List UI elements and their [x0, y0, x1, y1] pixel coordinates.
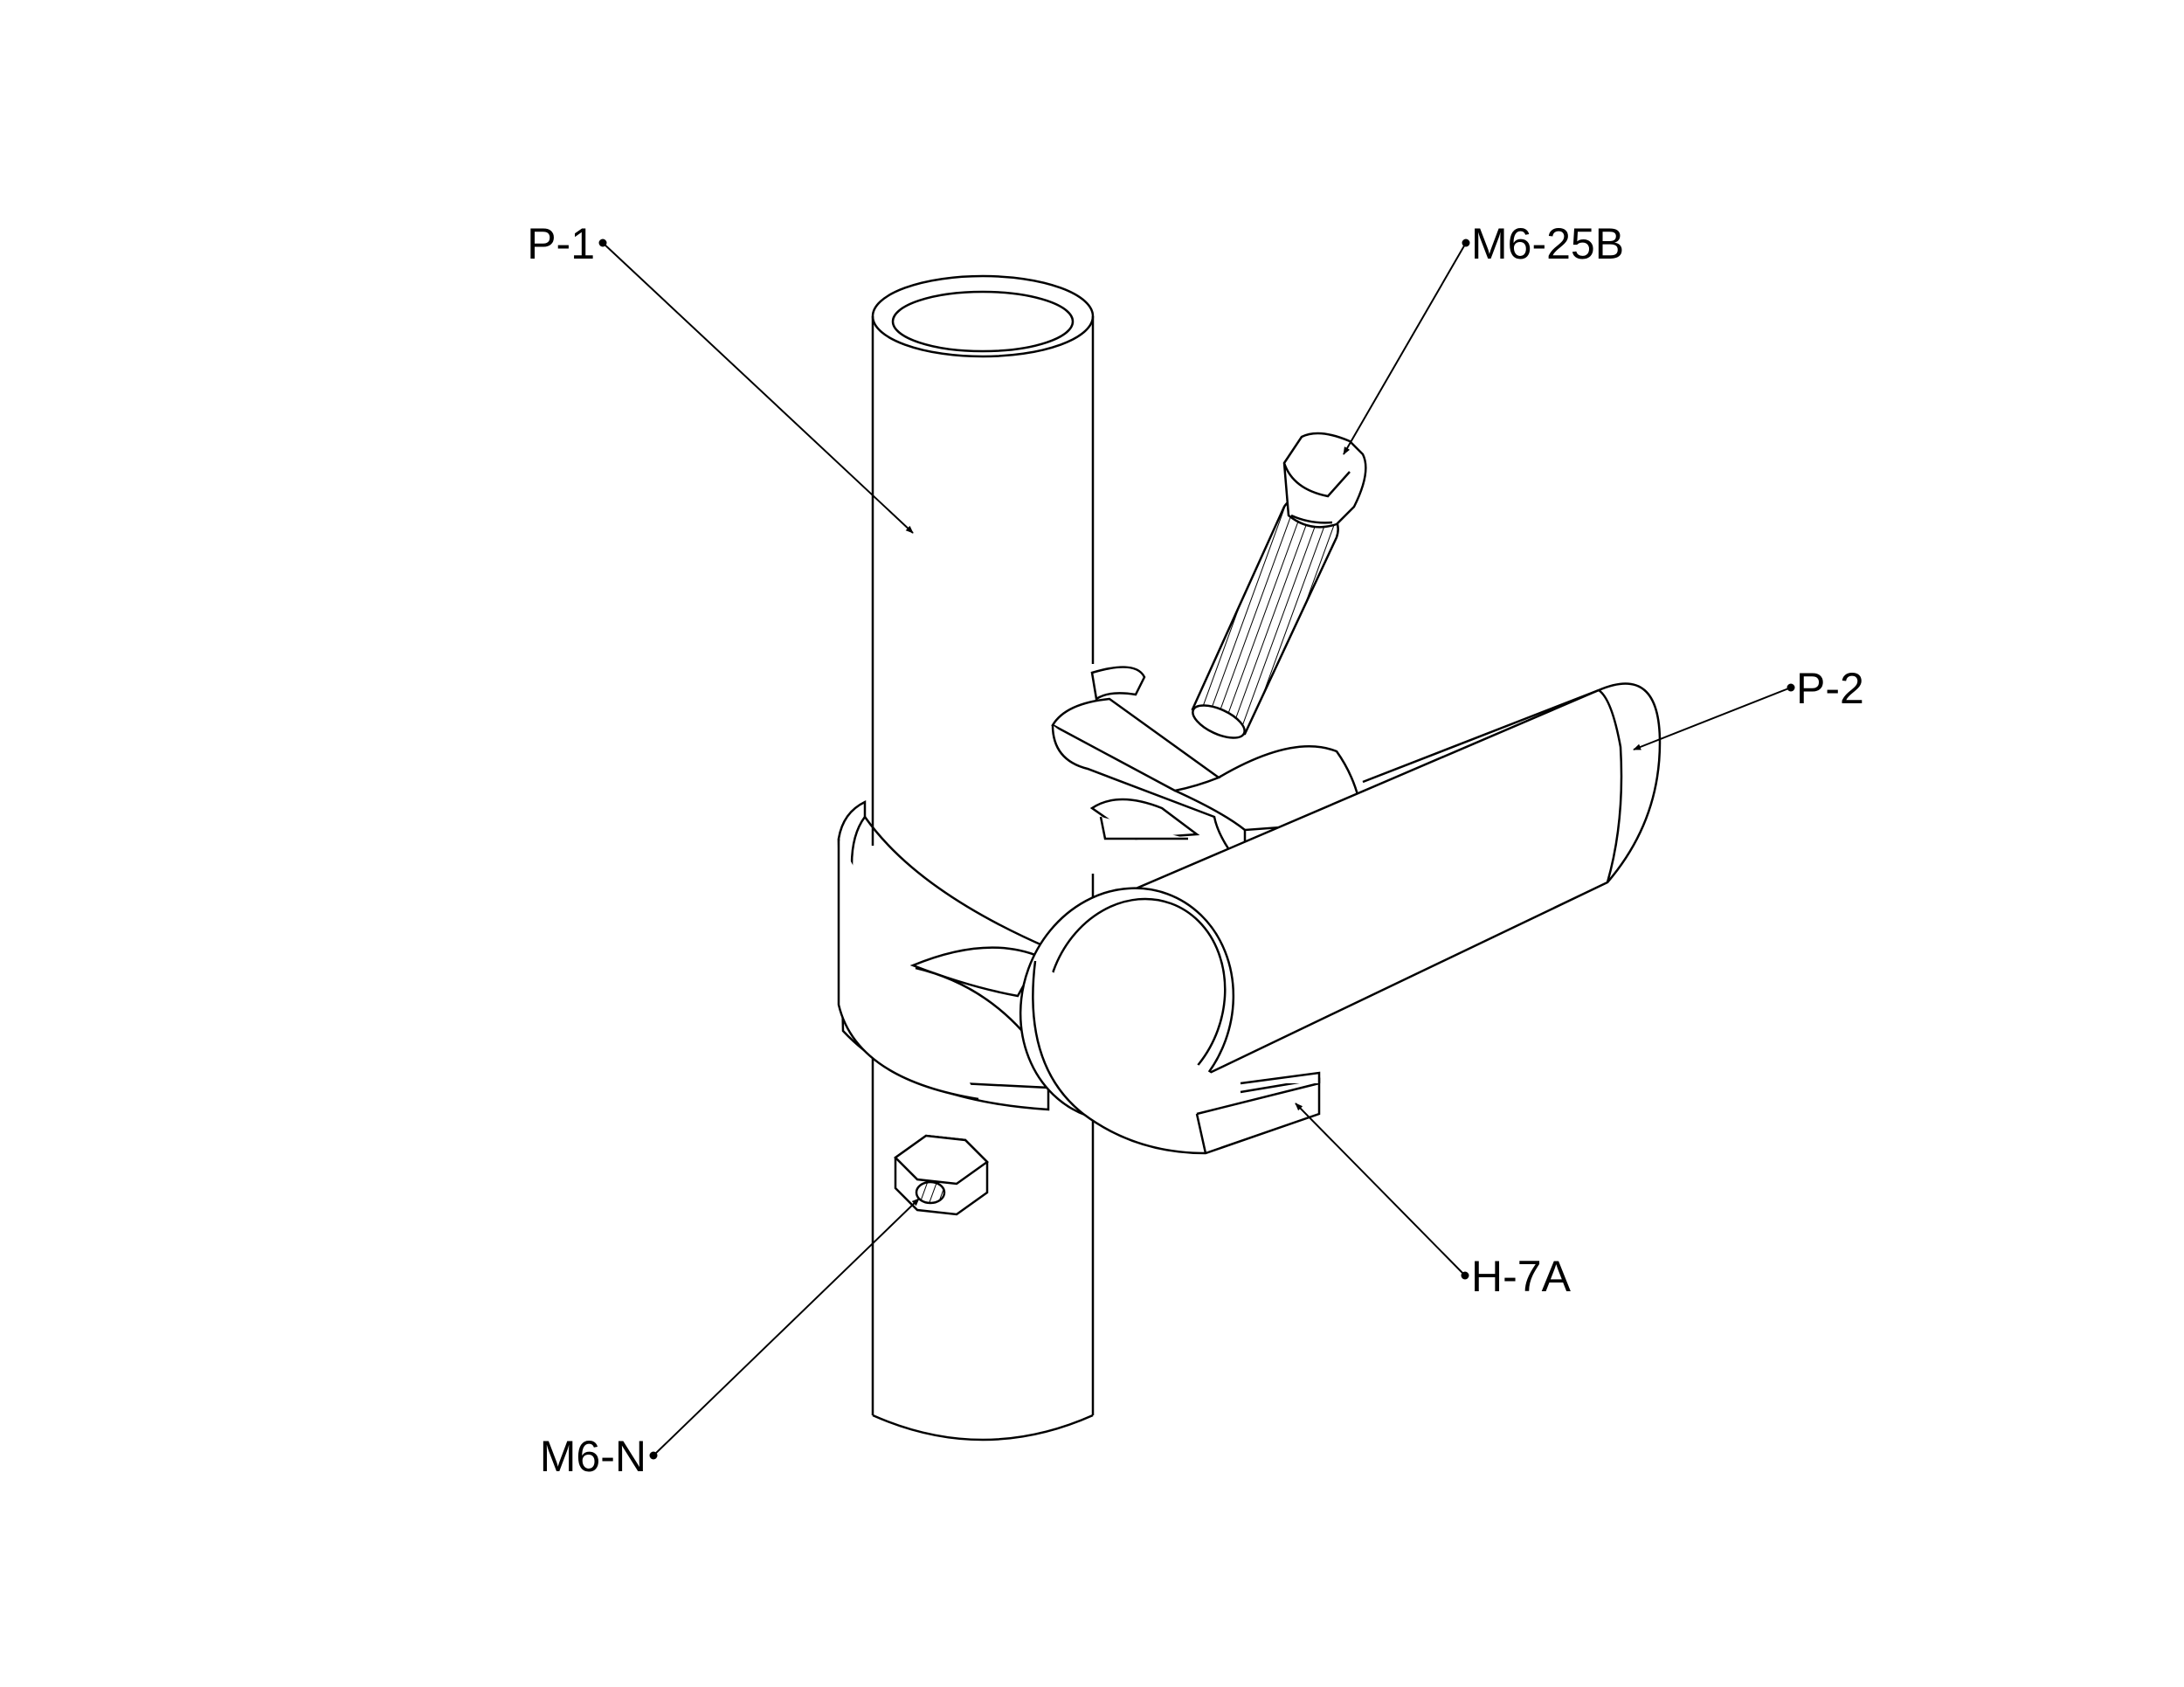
- label-m6-25b: M6-25B: [1471, 219, 1624, 268]
- leader-m6-25b: [1343, 242, 1467, 455]
- label-p2: P-2: [1796, 664, 1864, 713]
- label-h7a: H-7A: [1471, 1252, 1572, 1301]
- clamp-band-lower: [839, 802, 1048, 1110]
- leader-p2: [1633, 687, 1792, 750]
- callout-leaders: [602, 242, 1792, 1456]
- leader-h7a: [1295, 1103, 1466, 1276]
- leader-m6-n: [653, 1198, 920, 1456]
- bolt-m6-25b: [1188, 433, 1365, 744]
- nut-m6-n: [895, 1136, 987, 1214]
- vertical-pipe-p1: [873, 276, 1093, 1440]
- label-m6-n: M6-N: [540, 1432, 646, 1481]
- callout-dots: [598, 239, 1795, 1460]
- label-p1: P-1: [527, 219, 595, 268]
- leader-p1: [602, 242, 914, 534]
- clamp-part-h7a: [1033, 961, 1319, 1153]
